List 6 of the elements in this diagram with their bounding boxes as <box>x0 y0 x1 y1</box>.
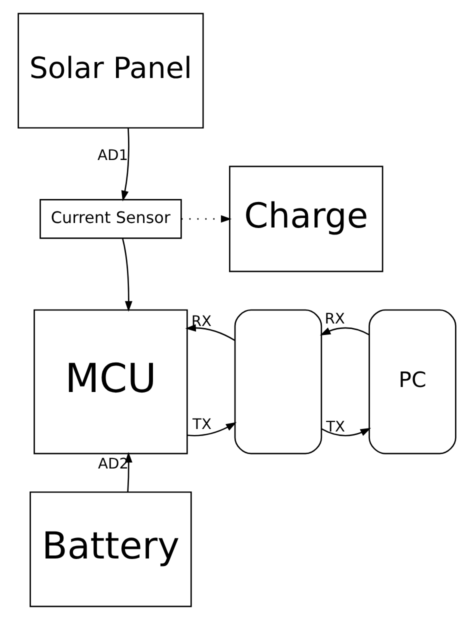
edge-label: AD1 <box>98 146 128 164</box>
edge-label: RX <box>191 313 212 330</box>
edge-label: AD2 <box>98 455 129 472</box>
edge-label: TX <box>192 416 212 434</box>
edge-label: TX <box>326 418 346 436</box>
edge-label: RX <box>324 310 345 328</box>
